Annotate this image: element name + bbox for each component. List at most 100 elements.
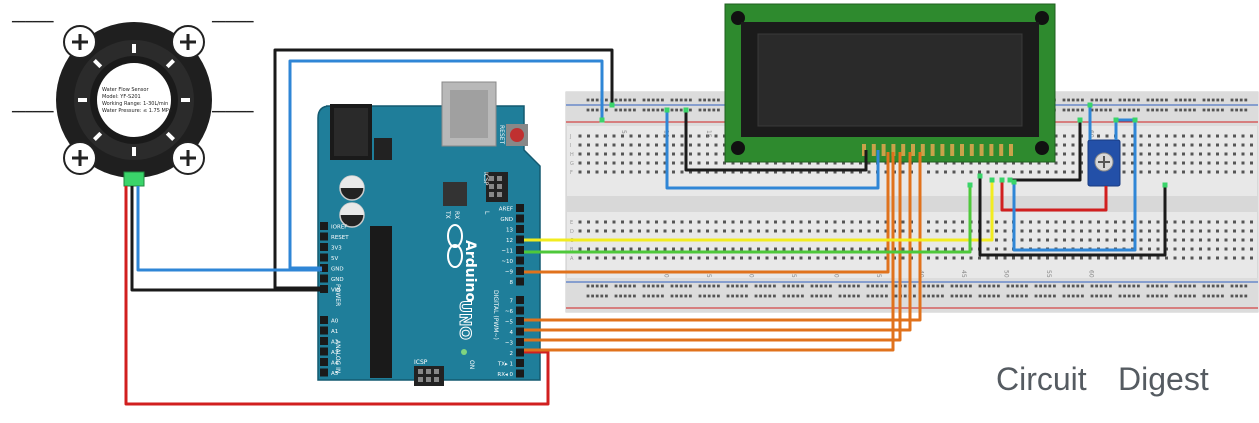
header-pin (320, 368, 328, 377)
wire-orange-pin5 (524, 152, 922, 322)
breadboard-hole (952, 256, 956, 260)
breadboard-rail-hole (759, 284, 762, 288)
breadboard-hole (629, 152, 633, 156)
breadboard-hole (723, 220, 726, 224)
breadboard-hole (825, 247, 828, 251)
breadboard-hole (1003, 220, 1007, 224)
breadboard-rail-hole (955, 294, 958, 298)
breadboard-rail-hole (684, 98, 688, 102)
breadboard-hole (1233, 229, 1236, 233)
breadboard-rail-hole (1076, 294, 1080, 298)
breadboard-hole (1156, 143, 1160, 147)
breadboard-rail-hole (941, 294, 944, 298)
lcd-pin (881, 144, 886, 156)
breadboard-rail-hole (1015, 294, 1019, 298)
reset-button-cap[interactable] (510, 128, 524, 142)
breadboard-hole (740, 170, 743, 174)
breadboard-hole (1097, 134, 1100, 138)
breadboard-rail-hole (1104, 284, 1108, 288)
breadboard-rail-hole (1188, 98, 1192, 102)
breadboard-hole (731, 161, 735, 165)
breadboard-rail-hole (1244, 98, 1248, 102)
breadboard-row-letter: G (570, 161, 574, 167)
breadboard-hole (697, 143, 701, 147)
breadboard-hole (1003, 247, 1007, 251)
breadboard-hole (799, 161, 803, 165)
breadboard-rail-hole (1188, 294, 1192, 298)
breadboard-rail-hole (1099, 108, 1103, 112)
breadboard-hole (1173, 161, 1177, 165)
pin-label: A5 (331, 371, 339, 377)
breadboard-rail-hole (647, 294, 650, 298)
breadboard-rail-hole (1048, 294, 1052, 298)
breadboard-rail-hole (619, 284, 622, 288)
icsp-pin (497, 192, 502, 197)
sensor-tick (165, 131, 176, 142)
wire-black-lcd-vdd (684, 110, 868, 172)
breadboard-hole (1216, 152, 1219, 156)
pin-label: ~11 (501, 249, 513, 255)
breadboard-column-number: 20 (748, 270, 755, 278)
breadboard-rail-hole (1095, 98, 1098, 102)
breadboard-hole (1029, 256, 1032, 260)
lcd-pin (940, 144, 945, 156)
breadboard-hole (706, 152, 709, 156)
breadboard-hole (1250, 152, 1253, 156)
breadboard-rail-hole (810, 294, 814, 298)
breadboard-hole (1156, 161, 1160, 165)
breadboard-hole (1190, 170, 1194, 174)
breadboard-rail-hole (670, 294, 674, 298)
breadboard-hole (961, 220, 964, 224)
breadboard-hole (731, 229, 735, 233)
breadboard-hole (1216, 256, 1219, 260)
breadboard-rail-hole (782, 294, 786, 298)
breadboard-hole (1097, 220, 1100, 224)
breadboard-hole (578, 220, 582, 224)
breadboard-rail-hole (651, 108, 655, 112)
breadboard-rail-hole (703, 108, 706, 112)
breadboard-hole (876, 220, 879, 224)
breadboard-rail-hole (717, 284, 720, 288)
breadboard-rail-hole (1127, 108, 1131, 112)
breadboard-hole (1029, 238, 1032, 242)
breadboard-hole (1250, 161, 1253, 165)
breadboard-hole (765, 161, 769, 165)
breadboard-rail-hole (1207, 284, 1210, 288)
breadboard-rail-hole (628, 108, 632, 112)
breadboard-hole (1216, 229, 1219, 233)
breadboard-hole (587, 247, 590, 251)
breadboard-rail-hole (843, 284, 846, 288)
breadboard-hole (782, 229, 786, 233)
breadboard-rail-hole (1062, 284, 1066, 288)
breadboard-hole (638, 143, 641, 147)
breadboard-hole (1250, 143, 1253, 147)
breadboard-rail-hole (689, 294, 692, 298)
breadboard-hole (1224, 238, 1228, 242)
breadboard-rail-hole (763, 294, 767, 298)
lcd-pin (901, 144, 906, 156)
breadboard-hole (782, 170, 786, 174)
breadboard-hole (791, 170, 794, 174)
breadboard-hole (791, 247, 794, 251)
breadboard-hole (1046, 238, 1049, 242)
breadboard-hole (799, 220, 803, 224)
breadboard-hole (1250, 220, 1253, 224)
breadboard-hole (995, 229, 998, 233)
breadboard-rail-hole (1239, 284, 1243, 288)
breadboard-hole (680, 220, 684, 224)
icsp-bottom-label: ICSP (414, 359, 428, 366)
breadboard-rail-hole (689, 108, 692, 112)
breadboard-hole (1080, 238, 1083, 242)
breadboard-rail-hole (1025, 294, 1028, 298)
breadboard-hole (587, 143, 590, 147)
breadboard-rail-hole (614, 98, 618, 102)
breadboard-hole (1139, 143, 1143, 147)
breadboard-hole (935, 247, 939, 251)
breadboard-hole (1182, 152, 1185, 156)
breadboard-rail-hole (1216, 284, 1220, 288)
breadboard-hole (1250, 134, 1253, 138)
breadboard-hole (740, 247, 743, 251)
breadboard-hole (723, 161, 726, 165)
breadboard-row-letter: H (570, 152, 574, 158)
breadboard-hole (1029, 170, 1032, 174)
